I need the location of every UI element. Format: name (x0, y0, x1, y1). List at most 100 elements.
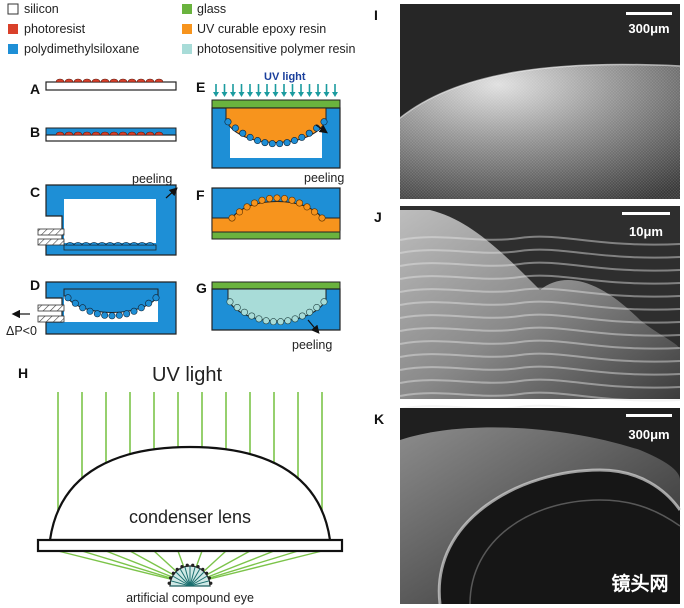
silicon-wafer-b (45, 134, 177, 142)
microlens-bump (146, 242, 154, 246)
lens-bump (255, 315, 263, 323)
photoresist-dot (127, 78, 137, 83)
lens-bump (130, 307, 138, 315)
legend-swatch-pdms (8, 44, 18, 54)
photoresist-dot (145, 78, 155, 83)
panel-f: F (196, 187, 341, 240)
compound-eye-icon (167, 563, 213, 587)
uv-arrow-head (213, 92, 219, 97)
lens-bump (262, 317, 270, 325)
photoresist-dot (136, 131, 146, 136)
photoresist-dot (145, 131, 155, 136)
legend-pdms: polydimethylsiloxane (24, 42, 139, 56)
lens-bump (231, 124, 239, 132)
lens-bump (290, 137, 298, 145)
photoresist-dot (55, 131, 65, 136)
uv-arrow-head (289, 92, 296, 97)
focused-ray (57, 550, 175, 581)
ommatidium-lens (175, 567, 179, 571)
sem-mesh-i (400, 64, 680, 199)
lens-bump (258, 196, 266, 204)
lens-bump (320, 298, 328, 306)
microlens-bumps-c (66, 242, 154, 246)
glass-plate-g (211, 281, 341, 290)
ommatidium-line (189, 568, 201, 587)
lens-bump (298, 312, 306, 320)
lens-bump (137, 304, 145, 312)
lens-bump (265, 195, 273, 203)
ommatidium-line (175, 571, 191, 587)
photoresist-dot (73, 78, 83, 83)
legend-photoresist: photoresist (24, 22, 86, 36)
lens-bump (64, 294, 72, 302)
panel-j: J 10μm (374, 206, 681, 415)
legend-swatch-glass (182, 4, 192, 14)
lens-bump (101, 311, 109, 319)
sem-ridge (399, 300, 681, 311)
lens-bump (261, 139, 269, 147)
legend-swatch-photo-polymer (182, 44, 192, 54)
annotation-peeling-g: peeling (292, 338, 332, 352)
lens-bump (305, 129, 313, 137)
annotation-delta-p: ΔP<0 (6, 324, 37, 338)
glass-plate-e (211, 99, 341, 109)
inlet-tube-c1 (37, 228, 65, 236)
glass-plate-f (211, 231, 341, 240)
lens-bump (284, 317, 292, 325)
sem-ridge (399, 248, 681, 259)
panel-h: H UV light condenser lens artificial com… (18, 364, 344, 605)
ommatidium-line (189, 571, 205, 587)
sem-ridge (399, 391, 681, 402)
lens-bump (226, 298, 234, 306)
photoresist-dot (118, 131, 128, 136)
scale-label-j: 10μm (629, 224, 663, 239)
sem-ridge (399, 235, 681, 246)
panel-h-eye-label: artificial compound eye (126, 591, 254, 605)
scale-label-k: 300μm (628, 427, 669, 442)
uv-arrow-head (332, 92, 338, 97)
lens-bump (248, 312, 256, 320)
uv-arrow-head (315, 92, 321, 97)
panel-k: K 300μm 镜头网 (374, 408, 682, 605)
lens-bump (93, 310, 101, 318)
sem-cavity-k (439, 470, 680, 604)
ommatidium-line (170, 580, 191, 587)
peeling-arrow-g (307, 319, 320, 334)
panel-label-d: D (30, 277, 40, 293)
ommatidium-line (189, 580, 210, 587)
lens-bump (273, 194, 281, 202)
sem-ridge (399, 339, 681, 350)
uv-arrow-head (272, 92, 279, 97)
lens-bump (298, 133, 306, 141)
lens-bump (239, 129, 247, 137)
panel-d: D ΔP<0 (6, 277, 177, 338)
legend-glass: glass (197, 2, 226, 16)
photoresist-dots-b (55, 131, 164, 136)
photoresist-dot (64, 78, 74, 83)
uv-arrow-head (230, 92, 236, 97)
lens-bump (115, 311, 123, 319)
inlet-tube-d1 (37, 304, 65, 312)
photoresist-dot (91, 78, 101, 83)
microlens-bump (66, 242, 74, 246)
lens-bump (79, 304, 87, 312)
lens-bump (246, 133, 254, 141)
microlens-bump (130, 242, 138, 246)
microlens-bump (90, 242, 98, 246)
polymer-bumps-g (226, 298, 328, 326)
microlens-bump (138, 242, 146, 246)
microlens-bump (82, 242, 90, 246)
ommatidium-lens (185, 563, 189, 567)
condenser-lens-dome (48, 445, 332, 542)
microlens-bump (106, 242, 114, 246)
sem-ridge (399, 313, 681, 324)
silicon-wafer-a (45, 81, 177, 91)
scale-bar-i (626, 12, 672, 15)
panel-h-uv-light: UV light (152, 364, 222, 386)
ommatidium-line (172, 575, 191, 587)
membrane-bumps-d (64, 294, 160, 320)
microlens-bump (98, 242, 106, 246)
photoresist-dot (109, 78, 119, 83)
ommatidium-lens (201, 567, 205, 571)
panel-e: E UV light peeling (196, 71, 344, 185)
